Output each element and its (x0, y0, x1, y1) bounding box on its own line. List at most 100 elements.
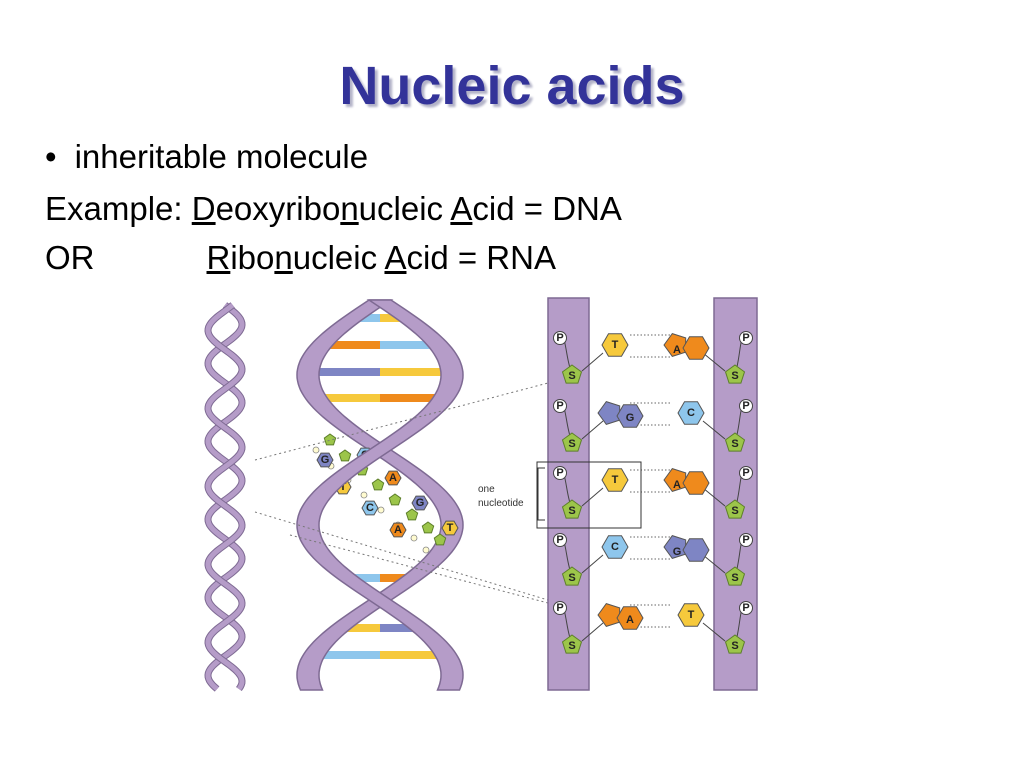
purine-ring (616, 606, 644, 630)
glycosidic-bond (581, 352, 604, 372)
phosphate-right (739, 533, 753, 547)
sugar-left (561, 634, 583, 654)
base-pair-half (380, 651, 446, 659)
helix-base-a (389, 522, 407, 538)
helix-sugar (405, 508, 419, 521)
base-a-label: A (626, 614, 634, 626)
helix-base-label: A (394, 524, 402, 536)
base-pair-half (380, 314, 407, 322)
base-pair-half (314, 651, 380, 659)
nucleotide-label-line2: nucleotide (478, 498, 524, 509)
base-t-label: T (612, 474, 619, 486)
sugar-left (561, 364, 583, 384)
sugar-left-label: S (568, 370, 575, 382)
helix-sugar (338, 449, 352, 462)
dna-example-line: Example: Deoxyribonucleic Acid = DNA (45, 190, 622, 228)
bullet-text: inheritable molecule (74, 138, 369, 175)
example-prefix: Example: (45, 190, 192, 227)
phosphate-left (553, 399, 567, 413)
helix-base-g (411, 495, 429, 511)
helix-base-label: G (321, 454, 330, 466)
helix-sugar (388, 493, 402, 506)
dna-part: cid = DNA (472, 190, 622, 227)
phosphate-right (739, 466, 753, 480)
helix-base-t (441, 520, 459, 536)
helix-sugar (371, 478, 385, 491)
base-a-label: A (673, 479, 681, 491)
bullet-marker: • (45, 138, 57, 175)
sugar-left-label: S (568, 505, 575, 517)
base-pair-half (321, 341, 380, 349)
sugar-left (561, 432, 583, 452)
helix-base-label: C (366, 502, 374, 514)
base-pair-half (380, 574, 413, 582)
helix-base-label: T (340, 481, 347, 493)
base-pair-half (353, 314, 380, 322)
sugar-left-label: S (568, 640, 575, 652)
base-g-label: G (673, 546, 682, 558)
pyrimidine-ring (601, 468, 629, 492)
or-prefix: OR (45, 239, 95, 276)
rna-part: cid = RNA (406, 239, 556, 276)
base-pair-half (316, 394, 380, 402)
glycosidic-bond (702, 420, 726, 440)
dna-letter-d: D (191, 190, 216, 227)
thin-helix-strand-fill (205, 302, 245, 691)
sugar-left-label: S (568, 572, 575, 584)
thin-helix-strand-fill (205, 303, 245, 691)
helix-phosphate (377, 506, 385, 514)
glycosidic-bond (581, 420, 604, 440)
phosphate-left-label: P (556, 400, 563, 412)
base-c-label: C (687, 407, 695, 419)
sugar-right (724, 634, 746, 654)
slide-title: Nucleic acids (339, 56, 685, 116)
phosphate-right (739, 331, 753, 345)
phosphate-right-label: P (742, 534, 749, 546)
helix-ribbon-back (296, 299, 464, 691)
phosphate-left (553, 533, 567, 547)
phosphate-right (739, 601, 753, 615)
zoom-guide-line (254, 382, 549, 461)
phosphate-right-label: P (742, 602, 749, 614)
purine-ring (682, 471, 710, 495)
phosphate-left (553, 331, 567, 345)
helix-ribbon-front (296, 299, 464, 691)
base-t-label: T (612, 339, 619, 351)
sugar-left (561, 566, 583, 586)
purine-ring (616, 404, 644, 428)
sugar-right-label: S (731, 572, 738, 584)
glycosidic-bond (581, 487, 604, 507)
sugar-right-label: S (731, 370, 738, 382)
base-g-label: G (626, 412, 635, 424)
nucleotide-label-line1: one (478, 484, 495, 495)
rna-letter-n: n (274, 239, 293, 276)
phosphate-left (553, 601, 567, 615)
ladder-backbone-right (713, 297, 758, 691)
purine-ring (597, 603, 621, 627)
helix-base-a (384, 470, 402, 486)
phosphate-right-label: P (742, 400, 749, 412)
glycosidic-bond (581, 554, 604, 574)
phosphate-left-label: P (556, 602, 563, 614)
nucleotide-bracket (537, 467, 545, 521)
base-pair-half (347, 574, 380, 582)
base-c-label: C (611, 541, 619, 553)
dna-part: eoxyribo (215, 190, 341, 227)
base-t-label: T (688, 609, 695, 621)
base-pair-half (380, 624, 420, 632)
rna-part: ucleic (292, 239, 385, 276)
nucleotide-highlight-box (536, 461, 642, 529)
sugar-right (724, 566, 746, 586)
one-nucleotide-callout: one nucleotide (478, 484, 524, 509)
dna-letter-a: A (450, 190, 473, 227)
sugar-right-label: S (731, 640, 738, 652)
glycosidic-bond (702, 622, 726, 642)
purine-ring (597, 401, 621, 425)
bullet-line: • inheritable molecule (45, 138, 368, 176)
glycosidic-bond (702, 352, 726, 372)
thin-double-helix (204, 302, 246, 692)
helix-base-label: G (416, 497, 425, 509)
rna-letter-r: R (206, 239, 231, 276)
helix-base-c (361, 500, 379, 516)
